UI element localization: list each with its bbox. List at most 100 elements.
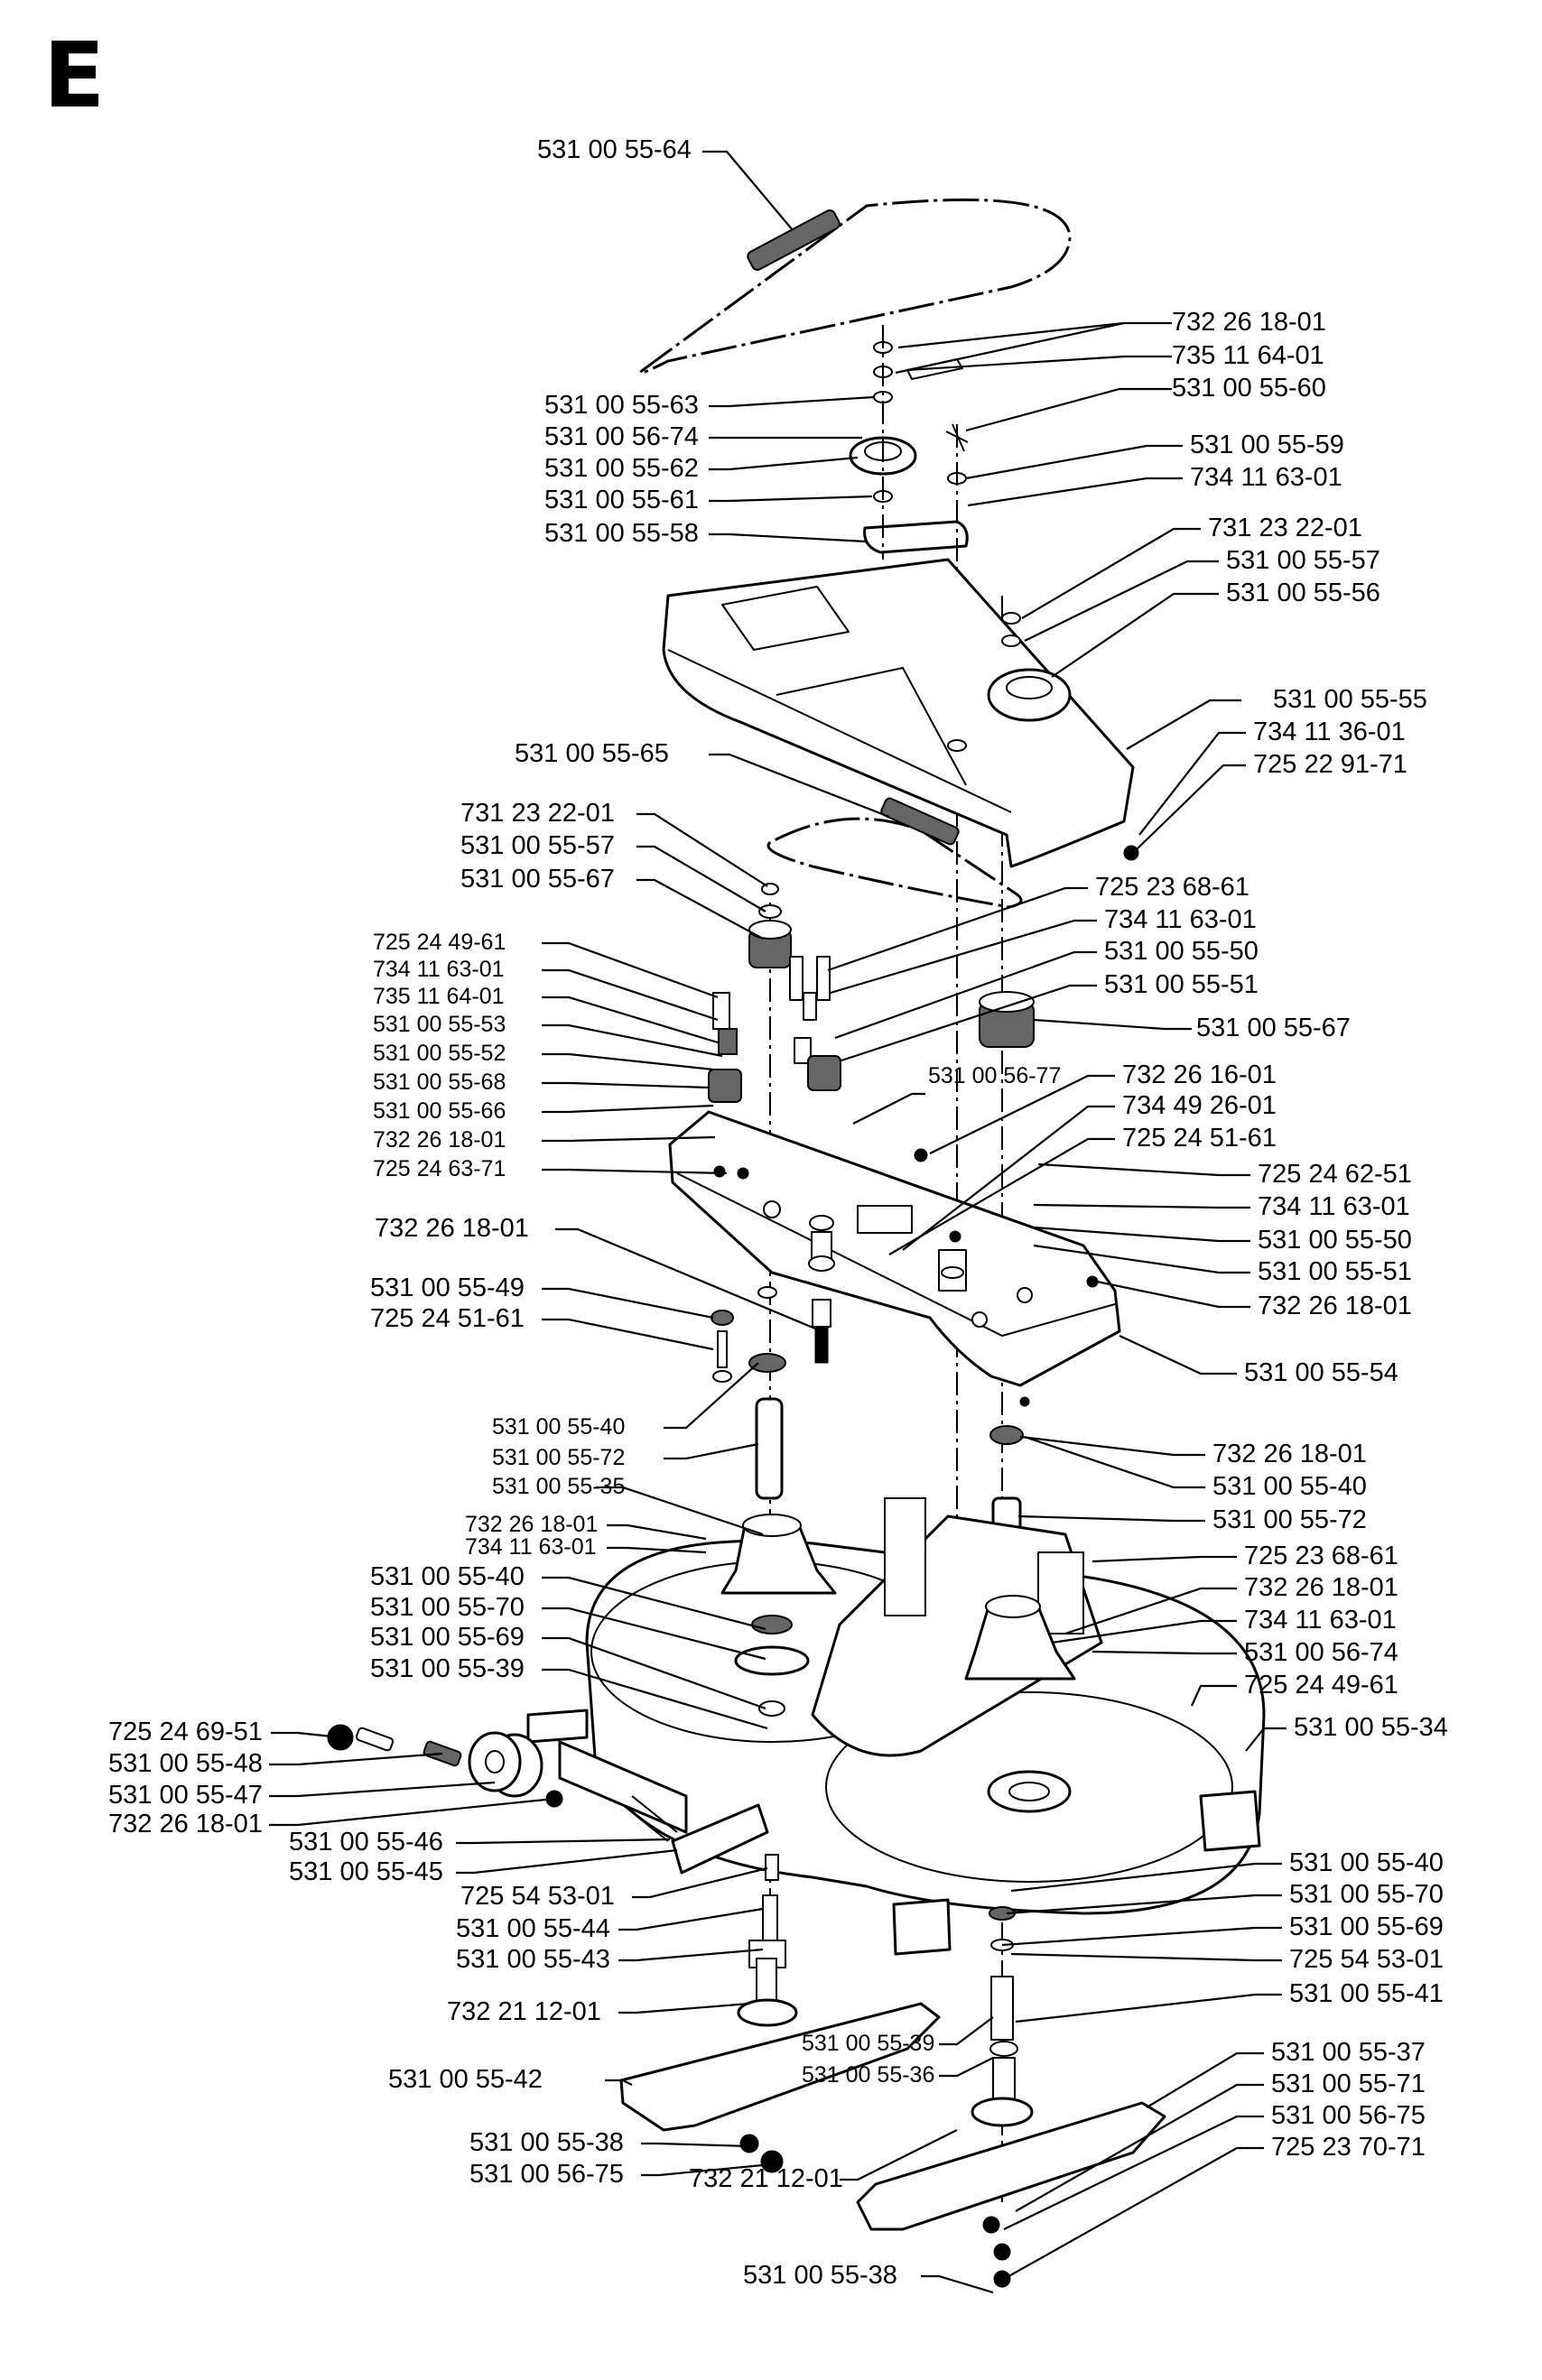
part-label: 531 00 55-35 (492, 1474, 625, 1499)
part-label: 531 00 55-51 (1258, 1257, 1412, 1286)
part-label: 531 00 55-64 (537, 135, 692, 164)
part-label: 531 00 55-42 (388, 2065, 543, 2094)
part-label: 531 00 55-53 (373, 1012, 506, 1037)
part-label: 732 26 18-01 (1258, 1292, 1412, 1320)
part-label: 732 26 18-01 (1244, 1573, 1398, 1602)
part-label: 731 23 22-01 (460, 799, 615, 828)
part-label: 725 23 68-61 (1095, 873, 1249, 902)
part-label: 734 11 63-01 (373, 957, 505, 982)
part-label: 531 00 55-69 (370, 1623, 525, 1652)
part-label: 531 00 55-61 (544, 486, 699, 514)
part-label: 725 24 49-61 (373, 930, 506, 955)
part-label: 531 00 55-55 (1273, 685, 1427, 714)
part-label: 531 00 55-50 (1258, 1226, 1412, 1255)
left-spindle-parts (711, 1255, 835, 1500)
part-label: 531 00 56-74 (1244, 1638, 1398, 1667)
part-label: 732 26 18-01 (373, 1127, 506, 1153)
part-label: 531 00 55-69 (1289, 1912, 1444, 1941)
part-label: 731 23 22-01 (1208, 514, 1362, 542)
part-label: 734 11 63-01 (1258, 1192, 1410, 1221)
part-label: 531 00 55-56 (1226, 579, 1380, 607)
part-label: 735 11 64-01 (373, 984, 505, 1009)
part-label: 531 00 55-48 (108, 1749, 263, 1778)
part-label: 732 26 18-01 (1172, 308, 1326, 337)
part-label: 531 00 55-47 (108, 1781, 263, 1810)
part-label: 734 11 36-01 (1253, 718, 1406, 746)
part-label: 531 00 55-40 (370, 1562, 525, 1591)
part-label: 531 00 56-74 (544, 422, 699, 451)
part-label: 725 54 53-01 (460, 1882, 615, 1911)
mounting-plate (668, 1110, 1121, 1387)
part-label: 732 26 18-01 (375, 1214, 529, 1243)
gauge-wheel-assembly (327, 1724, 563, 1808)
part-label: 531 00 55-41 (1289, 1979, 1444, 2008)
part-label: 725 23 70-71 (1271, 2133, 1426, 2162)
part-label: 531 00 55-70 (1289, 1880, 1444, 1909)
part-label: 531 00 55-71 (1271, 2070, 1426, 2098)
part-label: 531 00 55-39 (802, 2031, 934, 2056)
part-label: 531 00 55-43 (456, 1945, 610, 1974)
part-label: 734 49 26-01 (1122, 1091, 1277, 1120)
lower-belt (766, 817, 1023, 909)
part-label: 735 11 64-01 (1172, 341, 1324, 370)
part-label: 725 23 68-61 (1244, 1542, 1398, 1570)
part-label: 732 26 18-01 (465, 1512, 598, 1537)
part-label: 531 00 55-34 (1294, 1713, 1448, 1742)
part-label: 531 00 55-67 (1196, 1014, 1351, 1042)
part-label: 531 00 55-72 (1212, 1505, 1367, 1534)
parts-drawing (327, 198, 1266, 2288)
part-label: 732 26 18-01 (1212, 1440, 1367, 1468)
part-label: 725 54 53-01 (1289, 1945, 1444, 1974)
part-label: 725 24 51-61 (1122, 1124, 1277, 1153)
part-label: 531 00 55-39 (370, 1654, 525, 1683)
part-label: 725 24 51-61 (370, 1304, 525, 1333)
part-label: 531 00 55-44 (456, 1914, 610, 1943)
part-label: 531 00 55-68 (373, 1070, 506, 1095)
belt-cover-outline (638, 198, 1072, 375)
part-label: 531 00 55-54 (1244, 1358, 1398, 1387)
part-label: 531 00 55-70 (370, 1593, 525, 1622)
part-label: 531 00 55-50 (1104, 937, 1259, 966)
tension-arm-assembly (849, 341, 969, 554)
part-label: 531 00 55-66 (373, 1098, 506, 1124)
part-label: 531 00 55-72 (492, 1445, 625, 1470)
part-label: 531 00 55-51 (1104, 970, 1259, 999)
left-pulley-stack (708, 883, 841, 1103)
part-label: 531 00 56-75 (469, 2160, 624, 2189)
part-label: 531 00 55-45 (289, 1857, 443, 1886)
part-label: 531 00 55-36 (802, 2062, 934, 2088)
part-label: 732 26 18-01 (108, 1810, 263, 1838)
left-blade (619, 2002, 941, 2132)
part-label: 531 00 56-77 (928, 1063, 1061, 1088)
part-labels: 531 00 55-64 732 26 18-01 735 11 64-01 5… (108, 135, 1448, 2290)
part-label: 734 11 63-01 (465, 1534, 597, 1560)
lower-right-spindle (971, 1906, 1034, 2127)
part-label: 531 00 55-62 (544, 454, 699, 483)
part-label: 531 00 55-67 (460, 865, 615, 894)
part-label: 531 00 55-57 (460, 831, 615, 860)
part-label: 531 00 55-52 (373, 1041, 506, 1066)
part-label: 531 00 55-63 (544, 391, 699, 420)
part-label: 725 24 63-71 (373, 1156, 506, 1181)
lower-left-spindle (737, 1854, 798, 2027)
belt-tensioner-spring (747, 209, 841, 271)
part-label: 725 24 62-51 (1258, 1160, 1412, 1189)
part-label: 531 00 55-38 (469, 2128, 624, 2157)
part-label: 725 24 49-61 (1244, 1671, 1398, 1699)
part-label: 531 00 55-57 (1226, 546, 1380, 575)
part-label: 725 24 69-51 (108, 1718, 263, 1746)
right-pulley (979, 991, 1035, 1048)
part-label: 531 00 56-75 (1271, 2101, 1426, 2130)
part-label: 734 11 63-01 (1190, 463, 1342, 492)
part-label: 531 00 55-37 (1271, 2038, 1426, 2067)
right-blade (856, 2101, 1166, 2231)
part-label: 531 00 55-40 (1289, 1848, 1444, 1877)
part-label: 531 00 55-38 (743, 2261, 897, 2290)
part-label: 725 22 91-71 (1253, 750, 1407, 779)
part-label: 531 00 55-40 (492, 1414, 625, 1440)
leader-lines (269, 150, 1287, 2294)
part-label: 531 00 55-58 (544, 519, 699, 548)
part-label: 531 00 55-65 (515, 739, 669, 768)
part-label: 732 21 12-01 (689, 2164, 843, 2193)
